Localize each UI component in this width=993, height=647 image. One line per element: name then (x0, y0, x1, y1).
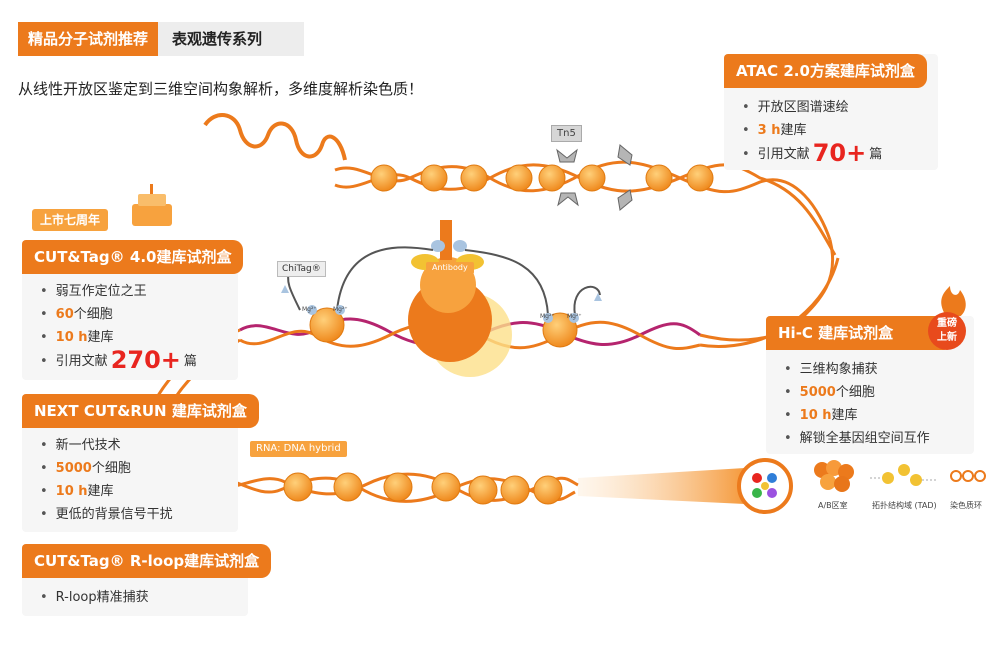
item-text: 个细胞 (91, 461, 131, 476)
list-item: 解锁全基因组空间互作 (784, 427, 930, 450)
list-item: 60个细胞 (40, 303, 197, 326)
item-text: 解锁全基因组空间互作 (799, 431, 930, 446)
header-banner: 精品分子试剂推荐 表观遗传系列 (18, 22, 305, 56)
item-text: 建库 (831, 408, 858, 423)
page-subtitle: 从线性开放区鉴定到三维空间构象解析，多维度解析染色质！ (18, 80, 424, 98)
card-hic[interactable]: Hi-C 建库试剂盒 三维构象捕获 5000个细胞 10 h建库 解锁全基因组空… (766, 316, 974, 454)
tad-icon (870, 464, 936, 486)
list-item: 5000个细胞 (784, 381, 930, 404)
item-text: 10 h (55, 330, 88, 345)
list-item: 10 h建库 (40, 326, 197, 349)
new-badge: 重磅上新 (928, 312, 966, 350)
card-rloop[interactable]: CUT&Tag® R-loop建库试剂盒 R-loop精准捕获 (22, 544, 272, 616)
loop-icon (950, 470, 986, 482)
card-title: CUT&Tag® R-loop建库试剂盒 (22, 544, 272, 578)
tn5-label: Tn5 (551, 125, 582, 142)
card-title: NEXT CUT&RUN 建库试剂盒 (22, 394, 259, 428)
header-tag: 精品分子试剂推荐 (18, 22, 159, 56)
mg-label-1: Mg²⁺ (302, 306, 317, 313)
item-text: 三维构象捕获 (799, 362, 878, 377)
list-item: 更低的背景信号干扰 (40, 503, 173, 526)
list-item: 10 h建库 (40, 480, 173, 503)
item-text: 新一代技术 (55, 438, 121, 453)
anniversary-badge: 上市七周年 (32, 209, 109, 231)
cake-icon (132, 184, 172, 226)
item-text: 3 h (757, 123, 781, 138)
dna-coil (203, 113, 347, 161)
header-series: 表观遗传系列 (158, 22, 305, 56)
tad-label: 拓扑结构域 (TAD) (872, 501, 937, 510)
list-item: 三维构象捕获 (784, 358, 930, 381)
list-item: R-loop精准捕获 (40, 586, 149, 609)
item-text: 建库 (87, 484, 114, 499)
card-title: ATAC 2.0方案建库试剂盒 (724, 54, 927, 88)
antibody-label: Antibody (426, 262, 474, 274)
card-cuttag[interactable]: CUT&Tag® 4.0建库试剂盒 弱互作定位之王 60个细胞 10 h建库 引… (22, 240, 244, 380)
item-text: 开放区图谱速绘 (757, 100, 849, 115)
item-text: 建库 (87, 330, 114, 345)
ab-compartment-icon (814, 460, 854, 492)
item-text: 个细胞 (835, 385, 875, 400)
item-text: 个细胞 (73, 307, 113, 322)
item-text: R-loop精准捕获 (55, 590, 149, 605)
list-item: 弱互作定位之王 (40, 280, 197, 303)
item-text: 篇 (869, 147, 883, 162)
nucleosomes-bottom (283, 472, 563, 505)
mg-label-3: Mg²⁺ (540, 313, 555, 320)
card-nextcutrun[interactable]: NEXT CUT&RUN 建库试剂盒 新一代技术 5000个细胞 10 h建库 … (22, 394, 259, 532)
item-text: 270+ (110, 346, 181, 374)
item-text: 引用文献 (757, 147, 810, 162)
chitag-label: ChiTag® (277, 261, 326, 277)
item-text: 5000 (799, 385, 836, 400)
loop-label: 染色质环 (950, 501, 982, 510)
item-text: 70+ (812, 139, 867, 167)
list-item: 新一代技术 (40, 434, 173, 457)
item-text: 60 (55, 307, 74, 322)
zoom-beam (578, 468, 745, 504)
item-text: 建库 (780, 123, 807, 138)
item-text: 10 h (799, 408, 832, 423)
rna-hybrid-label: RNA: DNA hybrid (250, 441, 347, 457)
nucleosome-left (309, 307, 345, 343)
item-text: 引用文献 (55, 354, 108, 369)
mg-label-2: Mg²⁺ (333, 306, 348, 313)
item-text: 篇 (183, 354, 197, 369)
item-text: 更低的背景信号干扰 (55, 507, 173, 522)
card-title: CUT&Tag® 4.0建库试剂盒 (22, 240, 244, 274)
item-text: 10 h (55, 484, 88, 499)
item-text: 弱互作定位之王 (55, 284, 147, 299)
tn5-icon (556, 144, 633, 211)
ab-compartment-label: A/B区室 (818, 501, 848, 510)
fire-icon (941, 286, 966, 318)
nucleosomes-top (370, 164, 714, 192)
mg-label-4: Mg²⁺ (567, 313, 582, 320)
chromatin-dots (752, 473, 777, 498)
item-text: 5000 (55, 461, 92, 476)
list-item: 开放区图谱速绘 (742, 96, 882, 119)
list-item: 10 h建库 (784, 404, 930, 427)
list-item: 3 h建库 (742, 119, 882, 142)
card-title: Hi-C 建库试剂盒 (766, 316, 954, 350)
antibody-stem (440, 220, 452, 260)
list-item: 5000个细胞 (40, 457, 173, 480)
